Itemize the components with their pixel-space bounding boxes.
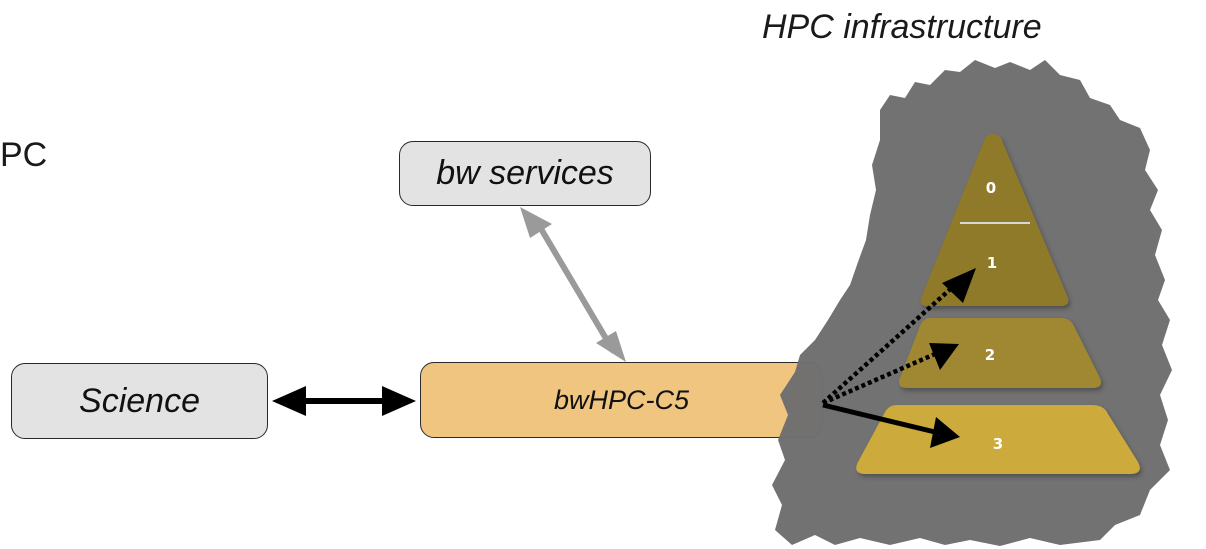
science-label: Science — [79, 381, 200, 420]
bw-services-box: bw services — [399, 141, 651, 206]
tier-top-shape — [920, 134, 1069, 306]
tier-3-shape — [856, 405, 1140, 474]
science-box: Science — [11, 363, 268, 439]
bw-services-label: bw services — [436, 154, 614, 192]
tier-label-3: 3 — [993, 435, 1003, 453]
solid-arrow-tier-3 — [822, 402, 960, 448]
gray-double-arrow — [520, 207, 626, 362]
tier-label-1: 1 — [987, 254, 997, 272]
diagram-title: HPC infrastructure — [762, 8, 1042, 46]
tier-label-0: 0 — [986, 179, 996, 197]
dotted-arrow-tier-1 — [821, 268, 976, 405]
clipped-label: PC — [0, 136, 48, 174]
map-silhouette — [772, 60, 1172, 546]
bwhpc-c5-label: bwHPC-C5 — [553, 384, 690, 415]
tier-label-2: 2 — [985, 346, 995, 364]
tier-2-shape — [899, 318, 1101, 388]
black-double-arrow — [272, 386, 416, 416]
dotted-arrow-tier-2 — [822, 343, 959, 406]
bwhpc-c5-box: bwHPC-C5 — [420, 362, 823, 438]
